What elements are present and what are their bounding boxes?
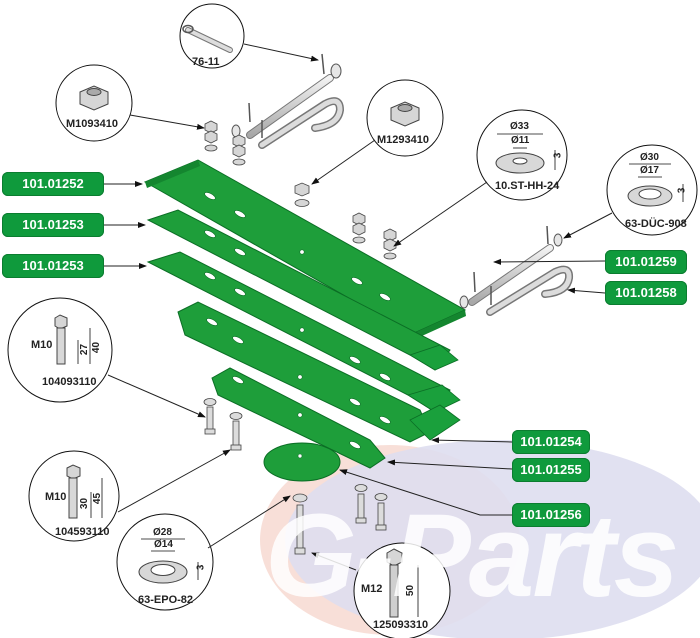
bolt-45-thread: M10	[45, 491, 67, 503]
washer-30-code: 63-DÜC-908	[625, 218, 687, 230]
part-tag-101-01259[interactable]: 101.01259	[605, 250, 687, 274]
washer-28-outer: Ø28	[153, 527, 172, 538]
washer-33-outer: Ø33	[510, 121, 529, 132]
blade-slots	[204, 192, 391, 459]
bolt-45-thread-length: 30	[79, 497, 91, 510]
pin-right	[459, 225, 563, 309]
part-tag-101-01253-b[interactable]: 101.01253	[2, 254, 104, 278]
part-tag-101-01256[interactable]: 101.01256	[512, 503, 590, 527]
bolt-45-code: 104593110	[55, 526, 110, 538]
washer-30-thickness: 3	[676, 187, 688, 194]
bolts-lower	[203, 398, 388, 555]
washer-icon	[495, 133, 556, 174]
washer-28-thickness: 3	[195, 564, 207, 571]
bolt-50-length: 50	[405, 584, 417, 597]
washer-33-inner: Ø11	[511, 135, 530, 146]
disc-101-01256	[263, 442, 341, 482]
washer-30-inner: Ø17	[640, 165, 659, 176]
bolt-40-code: 104093110	[42, 376, 97, 388]
bolt-40-thread-length: 27	[79, 343, 91, 356]
blade-101-01254	[177, 301, 461, 443]
nut-m10-code: M1093410	[66, 118, 118, 130]
nuts-left-stack	[204, 120, 246, 166]
washer-33-thickness: 3	[552, 152, 564, 159]
part-tag-101-01253-a[interactable]: 101.01253	[2, 213, 104, 237]
part-tag-101-01255[interactable]: 101.01255	[512, 458, 590, 482]
cotter-pin-code: 76-11	[192, 56, 220, 68]
callout-circle-bolt-50	[353, 542, 451, 638]
blade-101-01253-b	[146, 251, 461, 413]
washer-icon	[627, 163, 684, 207]
bolt-icon	[386, 548, 419, 618]
part-tag-101-01252[interactable]: 101.01252	[2, 172, 104, 196]
nut-m12-code: M1293410	[377, 134, 429, 146]
blade-101-01253-a	[146, 209, 459, 371]
blade-101-01252	[143, 159, 467, 340]
nut-center	[294, 182, 310, 207]
blade-101-01255	[211, 367, 386, 469]
bolt-40-thread: M10	[31, 339, 53, 351]
watermark-text: G-Parts	[265, 490, 679, 622]
hex-nut-icon	[79, 85, 109, 111]
bolt-50-code: 125093310	[373, 619, 429, 631]
part-tag-101-01258[interactable]: 101.01258	[605, 281, 687, 305]
bolt-icon	[54, 314, 91, 365]
washer-30-outer: Ø30	[640, 152, 659, 163]
nuts-right-stack	[352, 212, 397, 260]
washer-33-code: 10.ST-HH-24	[495, 180, 560, 192]
washer-28-inner: Ø14	[154, 539, 173, 550]
washer-28-code: 63-EPO-82	[138, 594, 194, 606]
hex-nut-icon	[390, 101, 420, 127]
leader-lines	[104, 43, 613, 571]
bolt-50-thread: M12	[361, 583, 383, 595]
bolt-icon	[66, 464, 103, 519]
part-tag-101-01254[interactable]: 101.01254	[512, 430, 590, 454]
hook-right	[486, 265, 574, 316]
bolt-40-length: 40	[91, 341, 103, 354]
hook-upper	[258, 97, 345, 149]
bolt-45-length: 45	[92, 492, 104, 505]
washer-icon	[138, 538, 199, 584]
cotter-pin-icon	[182, 24, 233, 53]
